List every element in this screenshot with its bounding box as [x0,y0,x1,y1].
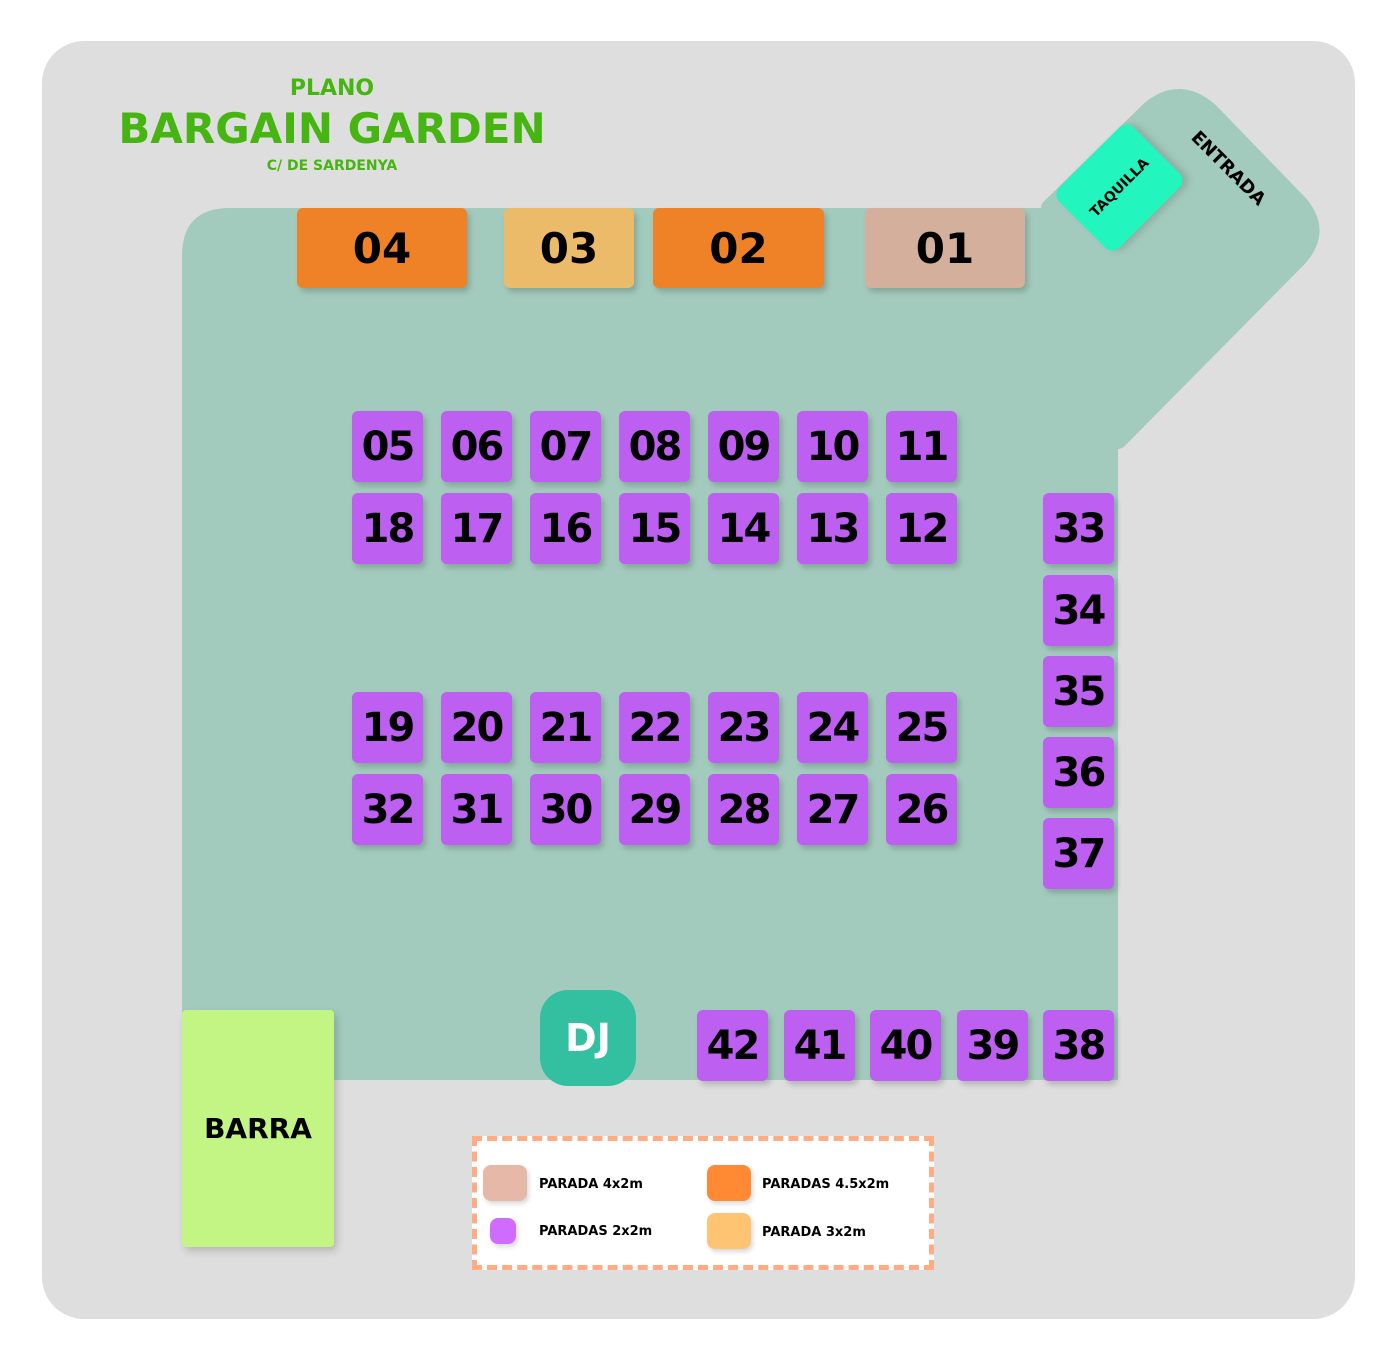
legend-label: PARADAS 4.5x2m [762,1177,890,1192]
stall-37: 37 [1043,818,1114,889]
stall-40: 40 [870,1010,941,1081]
bar-area: BARRA [182,1010,334,1247]
stall-42: 42 [697,1010,768,1081]
stall-09: 09 [708,411,779,482]
stall-10: 10 [797,411,868,482]
stall-03: 03 [504,208,634,288]
legend-swatch-4-5x2 [707,1165,751,1201]
stall-34: 34 [1043,575,1114,646]
stall-15: 15 [619,493,690,564]
garden-floor [182,208,1118,1080]
stall-01: 01 [865,208,1025,288]
stall-36: 36 [1043,737,1114,808]
stall-05: 05 [352,411,423,482]
legend-label: PARADA 3x2m [762,1225,866,1240]
stall-02: 02 [653,208,824,288]
stall-25: 25 [886,692,957,763]
bar-label: BARRA [204,1112,312,1145]
stall-06: 06 [441,411,512,482]
plan-title: BARGAIN GARDEN [118,104,546,153]
stall-32: 32 [352,774,423,845]
stall-38: 38 [1043,1010,1114,1081]
stall-19: 19 [352,692,423,763]
plan-subtitle: C/ DE SARDENYA [266,158,398,174]
stall-04: 04 [297,208,467,288]
legend-swatch-4x2 [483,1165,527,1201]
legend: PARADA 4x2m PARADAS 4.5x2m PARADAS 2x2m … [472,1136,934,1270]
stall-21: 21 [530,692,601,763]
stall-11: 11 [886,411,957,482]
legend-label: PARADAS 2x2m [539,1224,653,1239]
taquilla-label: TAQUILLA [1086,154,1153,221]
stall-08: 08 [619,411,690,482]
stall-17: 17 [441,493,512,564]
stall-24: 24 [797,692,868,763]
stall-33: 33 [1043,493,1114,564]
stall-20: 20 [441,692,512,763]
legend-label: PARADA 4x2m [539,1177,643,1192]
stall-13: 13 [797,493,868,564]
dj-label: DJ [565,1016,611,1060]
stall-14: 14 [708,493,779,564]
stall-23: 23 [708,692,779,763]
stall-16: 16 [530,493,601,564]
plan-pretitle: PLANO [289,76,375,101]
stall-28: 28 [708,774,779,845]
stall-07: 07 [530,411,601,482]
stall-27: 27 [797,774,868,845]
legend-swatch-2x2 [490,1218,516,1244]
stall-29: 29 [619,774,690,845]
stall-12: 12 [886,493,957,564]
stall-26: 26 [886,774,957,845]
stall-39: 39 [957,1010,1028,1081]
stall-22: 22 [619,692,690,763]
stall-41: 41 [784,1010,855,1081]
stall-35: 35 [1043,656,1114,727]
legend-swatch-3x2 [707,1213,751,1249]
stall-18: 18 [352,493,423,564]
stall-30: 30 [530,774,601,845]
dj-booth: DJ [540,990,636,1086]
stall-31: 31 [441,774,512,845]
